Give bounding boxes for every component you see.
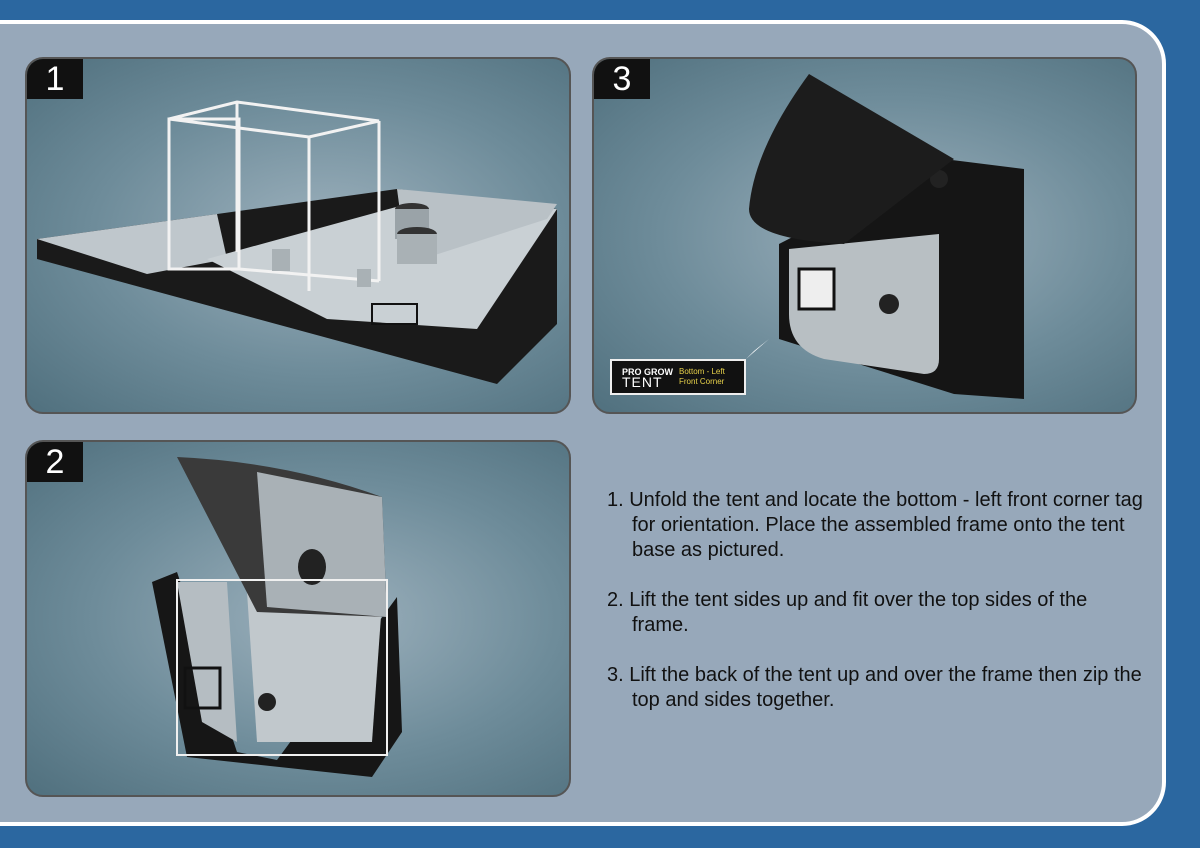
tent-sides-up-illustration <box>152 457 402 777</box>
instruction-step-2: 2. Lift the tent sides up and fit over t… <box>607 589 1088 636</box>
step-number: 2 <box>27 442 83 482</box>
instruction-step-3: 3. Lift the back of the tent up and over… <box>607 664 1142 711</box>
instruction-list: 1. Unfold the tent and locate the bottom… <box>607 488 1147 738</box>
tent-unfolded-illustration <box>37 100 557 384</box>
tent-closing-illustration <box>746 74 1024 399</box>
panel-step-1: 1 <box>25 57 571 414</box>
panel-step-2: 2 <box>25 440 571 797</box>
instruction-step-1: 1. Unfold the tent and locate the bottom… <box>607 489 1143 561</box>
step-number: 1 <box>27 59 83 99</box>
step-number: 3 <box>594 59 650 99</box>
